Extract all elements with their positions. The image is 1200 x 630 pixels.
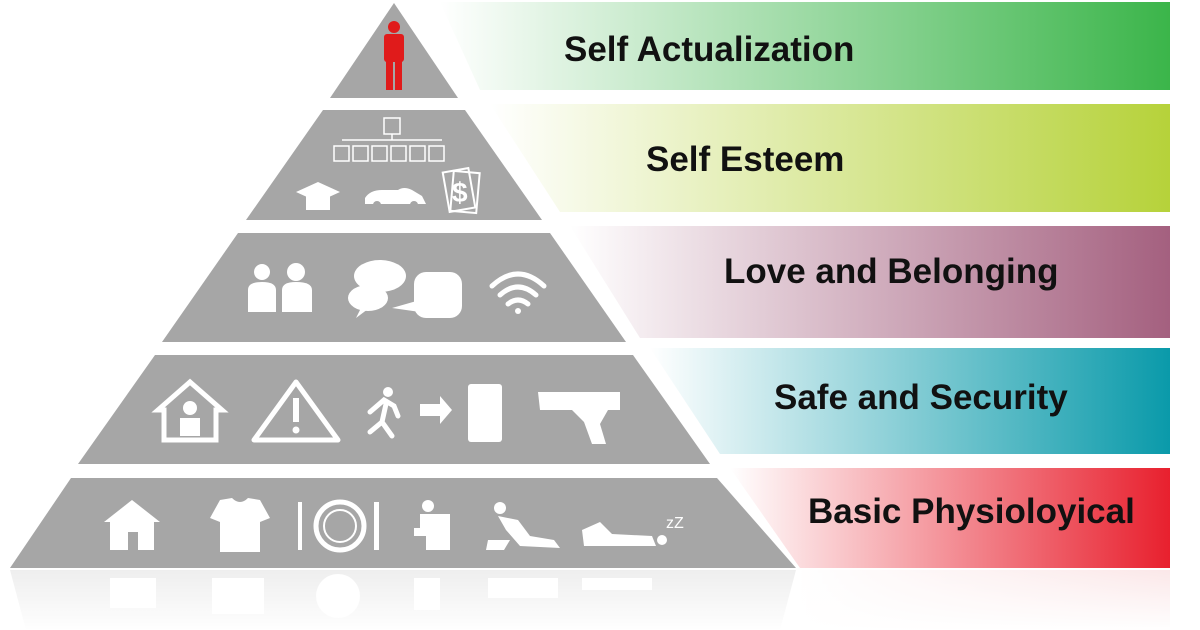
- band-self-esteem: [490, 104, 1170, 212]
- person-icon: [384, 21, 404, 90]
- sleep-text: zZ: [666, 515, 684, 532]
- graduation-cap-icon: [296, 182, 340, 210]
- level-label-self-esteem: Self Esteem: [646, 140, 845, 179]
- band-basic-physiological: [730, 468, 1170, 568]
- bird-icon: [392, 272, 462, 318]
- svg-text:$: $: [452, 177, 468, 208]
- level-label-love-belonging: Love and Belonging: [724, 252, 1059, 291]
- band-self-actualization: [440, 2, 1170, 90]
- band-love-belonging: [570, 226, 1170, 338]
- couple-icon: [248, 263, 312, 312]
- warning-icon: [251, 379, 341, 443]
- house-icon: [104, 500, 160, 550]
- level-label-safe-security: Safe and Security: [774, 378, 1068, 417]
- money-icon: $: [441, 166, 481, 215]
- gun-icon: [538, 392, 620, 444]
- toilet-icon: [414, 500, 450, 550]
- sleep-icon: zZ: [582, 515, 684, 546]
- guard-house-icon: [151, 378, 229, 443]
- chat-bubbles-icon: [348, 260, 406, 318]
- wifi-icon: [489, 271, 547, 314]
- exit-icon: [367, 384, 502, 442]
- shirt-icon: [210, 498, 270, 552]
- band-safe-security: [650, 348, 1170, 454]
- level-label-basic-physiological: Basic Physioloyical: [808, 492, 1135, 531]
- plate-icon: [298, 499, 379, 553]
- org-chart-icon: [333, 117, 445, 162]
- reflection: [0, 570, 1200, 630]
- level-label-self-actualization: Self Actualization: [564, 30, 855, 69]
- intimacy-icon: [486, 502, 560, 550]
- car-icon: [365, 188, 426, 209]
